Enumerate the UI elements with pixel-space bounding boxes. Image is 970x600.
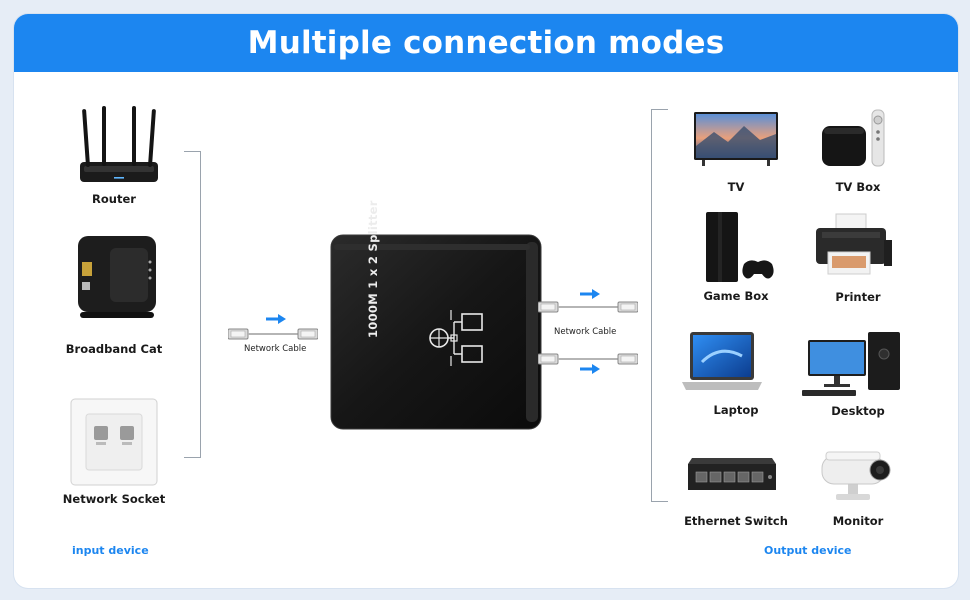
laptop-icon [680, 332, 764, 396]
game-console-icon [700, 210, 776, 284]
output-bracket [651, 109, 668, 502]
tv-box-icon [818, 106, 894, 172]
ethernet-switch-icon [686, 456, 778, 494]
title-banner: Multiple connection modes [14, 14, 958, 72]
content-card: Multiple connection modes Router Broadba… [14, 14, 958, 588]
network-cable-icon [228, 326, 318, 342]
output-cable-label: Network Cable [554, 327, 617, 337]
splitter-device [330, 234, 542, 430]
output-device-label: Output device [764, 544, 852, 557]
page-title: Multiple connection modes [247, 25, 725, 61]
device-label-monitor: Monitor [832, 514, 884, 528]
device-label-game-box: Game Box [703, 289, 769, 303]
network-socket-icon [70, 398, 158, 486]
arrow-right-icon [580, 289, 600, 299]
device-label-printer: Printer [835, 290, 881, 304]
device-label-laptop: Laptop [713, 403, 759, 417]
device-label-tv: TV [727, 180, 745, 194]
printer-icon [812, 212, 896, 284]
broadband-modem-icon [72, 232, 162, 322]
input-cable-label: Network Cable [244, 344, 307, 354]
arrow-right-icon [580, 364, 600, 374]
device-label-broadband: Broadband Cat [65, 342, 163, 356]
desktop-icon [800, 332, 904, 402]
input-bracket [184, 151, 201, 458]
network-cable-icon [538, 351, 638, 367]
device-label-tv-box: TV Box [835, 180, 881, 194]
network-cable-icon [538, 299, 638, 315]
splitter-label: 1000M 1 x 2 Splitter [366, 200, 380, 338]
tv-icon [694, 112, 778, 168]
input-device-label: input device [72, 544, 149, 557]
device-label-router: Router [92, 192, 136, 206]
device-label-socket: Network Socket [62, 492, 166, 506]
arrow-right-icon [266, 314, 286, 324]
security-camera-icon [818, 446, 898, 502]
device-label-switch: Ethernet Switch [684, 514, 788, 528]
router-icon [76, 106, 162, 188]
device-label-desktop: Desktop [831, 404, 885, 418]
